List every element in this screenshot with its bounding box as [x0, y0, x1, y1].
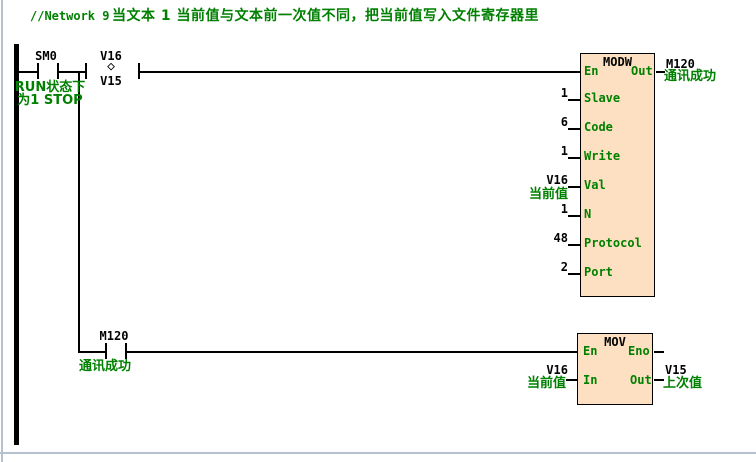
mov-eno-stub-wire [654, 351, 664, 353]
compare-operand-top[interactable]: V16 [100, 49, 122, 63]
modw-n-value[interactable]: 1 [560, 202, 568, 216]
modw-pin-n: N [584, 207, 592, 221]
contact-sm0-note-line1: RUN状态下 [14, 80, 86, 95]
modw-val-tick [568, 128, 581, 130]
modw-val-tick [568, 244, 581, 246]
rung2-wire [79, 351, 578, 353]
modw-val-value[interactable]: V16 [546, 173, 568, 187]
modw-val-tick [568, 215, 581, 217]
left-frame-border [1, 0, 3, 462]
contact-m120-address[interactable]: M120 [99, 329, 129, 343]
modw-pin-port: Port [584, 265, 613, 279]
modw-pin-out: Out [631, 64, 653, 78]
power-rail [14, 44, 19, 445]
contact-m120[interactable] [105, 343, 127, 359]
modw-output-address[interactable]: M120 [666, 57, 695, 71]
modw-out-stub-wire [656, 71, 665, 73]
modw-pin-protocol: Protocol [584, 236, 642, 250]
modw-protocol-value[interactable]: 48 [553, 231, 568, 245]
contact-m120-note: 通讯成功 [79, 359, 132, 374]
compare-contact[interactable] [85, 63, 140, 79]
modw-pin-slave: Slave [584, 91, 621, 105]
mov-in-address[interactable]: V16 [546, 363, 568, 377]
modw-write-value[interactable]: 1 [560, 144, 568, 158]
mov-in-tick [566, 379, 578, 381]
modw-port-value[interactable]: 2 [560, 260, 568, 274]
mov-out-note: 上次值 [663, 376, 703, 391]
mov-pin-en: En [583, 344, 598, 358]
modw-val-tick [568, 273, 581, 275]
rung1-wire [19, 71, 580, 73]
branch-wire [78, 71, 80, 353]
contact-sm0[interactable] [37, 63, 59, 79]
not-equal-diamond-icon: ◇ [107, 59, 115, 74]
modw-slave-value[interactable]: 1 [560, 86, 568, 100]
mov-pin-eno: Eno [628, 344, 650, 358]
modw-output-note: 通讯成功 [664, 69, 717, 84]
modw-block[interactable] [580, 53, 655, 297]
mov-pin-in: In [583, 373, 598, 387]
modw-pin-code: Code [584, 120, 613, 134]
modw-val-note: 当前值 [528, 187, 568, 202]
modw-pin-en: En [584, 64, 599, 78]
modw-code-value[interactable]: 6 [560, 115, 568, 129]
mov-in-note: 当前值 [526, 376, 566, 391]
mov-out-address[interactable]: V15 [665, 363, 687, 377]
network-comment-prefix[interactable]: //Network 9 [30, 9, 110, 23]
modw-val-tick [568, 99, 581, 101]
modw-pin-write: Write [584, 149, 621, 163]
mov-block[interactable] [577, 333, 653, 405]
modw-pin-val: Val [584, 178, 606, 192]
compare-operand-bottom[interactable]: V15 [100, 74, 122, 88]
mov-pin-out: Out [630, 373, 652, 387]
contact-sm0-note-line2: 为1 STOP [17, 93, 83, 108]
mov-out-stub-wire [654, 379, 664, 381]
modw-val-tick [568, 157, 581, 159]
contact-sm0-address[interactable]: SM0 [35, 49, 57, 63]
bottom-frame-border [0, 452, 756, 454]
modw-title: MODW [603, 55, 632, 69]
modw-val-tick [568, 186, 581, 188]
network-comment-text[interactable]: 当文本 1 当前值与文本前一次值不同，把当前值写入文件寄存器里 [112, 8, 539, 24]
mov-title: MOV [604, 335, 626, 349]
